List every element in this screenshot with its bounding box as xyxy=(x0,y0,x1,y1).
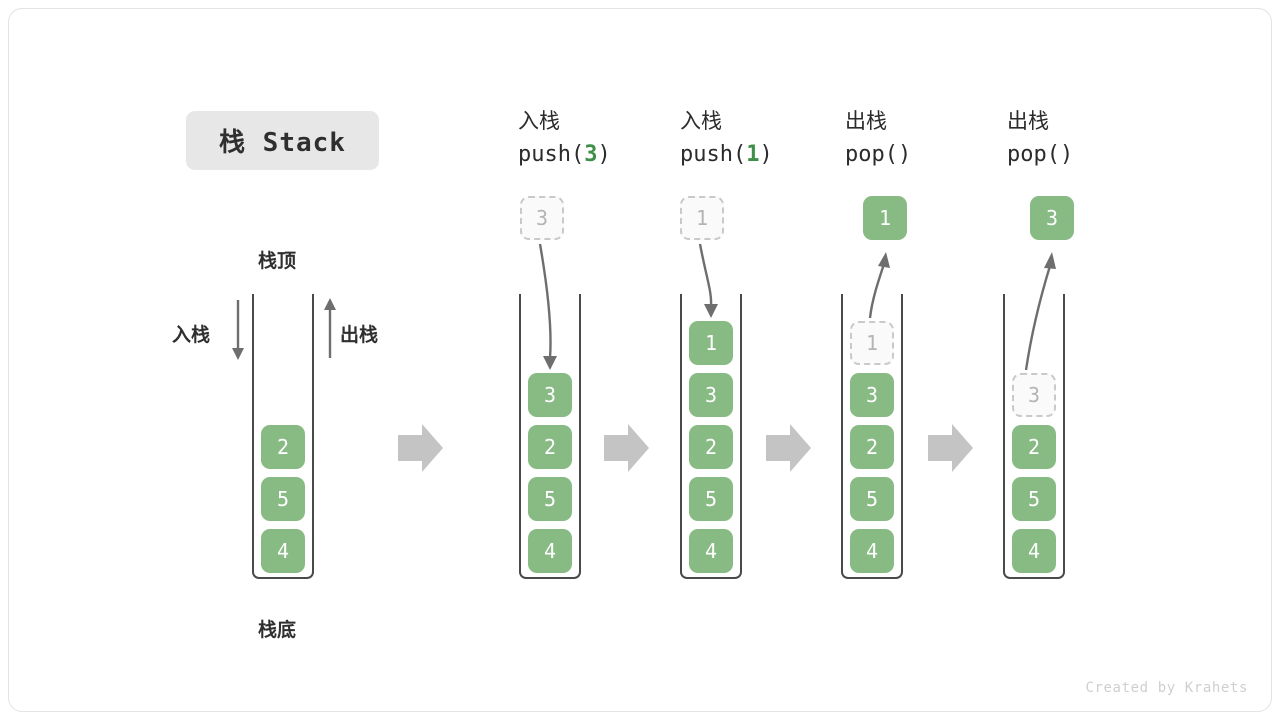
stack-cell: 4 xyxy=(1012,529,1056,573)
push-direction-label: 入栈 xyxy=(172,324,211,346)
code-argument: 3 xyxy=(584,142,598,167)
stack-cell: 4 xyxy=(261,529,305,573)
stack-cell: 5 xyxy=(1012,477,1056,521)
stack-container-push-1 xyxy=(680,294,742,579)
floating-ghost-cell: 3 xyxy=(520,196,564,240)
popped-value-cell: 1 xyxy=(863,196,907,240)
stack-cell: 5 xyxy=(528,477,572,521)
operation-code: push(3) xyxy=(518,140,611,170)
stack-cell: 4 xyxy=(528,529,572,573)
vacated-ghost-cell: 1 xyxy=(850,321,894,365)
stack-cell: 2 xyxy=(528,425,572,469)
stack-cell: 3 xyxy=(850,373,894,417)
column-header-push-3: 入栈 push(3) xyxy=(518,108,611,170)
stack-cell: 2 xyxy=(689,425,733,469)
stack-cell: 2 xyxy=(1012,425,1056,469)
code-suffix: ) xyxy=(597,142,611,167)
credit-watermark: Created by Krahets xyxy=(1085,680,1248,696)
stack-cell: 5 xyxy=(689,477,733,521)
stack-cell: 1 xyxy=(689,321,733,365)
operation-code: pop() xyxy=(1007,140,1073,170)
diagram-title: 栈 Stack xyxy=(186,111,379,170)
stack-cell: 4 xyxy=(689,529,733,573)
operation-name-cn: 入栈 xyxy=(680,109,722,133)
stack-cell: 3 xyxy=(528,373,572,417)
stack-cell: 3 xyxy=(689,373,733,417)
code-prefix: pop( xyxy=(1007,142,1060,167)
stack-top-label: 栈顶 xyxy=(258,250,297,272)
popped-value-cell: 3 xyxy=(1030,196,1074,240)
operation-name-cn: 入栈 xyxy=(518,109,560,133)
code-suffix: ) xyxy=(759,142,773,167)
column-header-pop-1: 出栈 pop() xyxy=(845,108,911,170)
vacated-ghost-cell: 3 xyxy=(1012,373,1056,417)
stack-container-initial xyxy=(252,294,314,579)
stack-container-push-3 xyxy=(519,294,581,579)
code-suffix: ) xyxy=(1059,142,1074,167)
floating-ghost-cell: 1 xyxy=(680,196,724,240)
code-prefix: pop( xyxy=(845,142,898,167)
operation-code: pop() xyxy=(845,140,911,170)
stack-cell: 5 xyxy=(850,477,894,521)
stack-cell: 2 xyxy=(261,425,305,469)
stack-container-pop-1 xyxy=(841,294,903,579)
code-prefix: push( xyxy=(680,142,747,167)
code-argument: 1 xyxy=(746,142,760,167)
operation-name-cn: 出栈 xyxy=(845,109,887,133)
operation-code: push(1) xyxy=(680,140,773,170)
code-prefix: push( xyxy=(518,142,585,167)
pop-direction-label: 出栈 xyxy=(340,324,379,346)
code-suffix: ) xyxy=(897,142,912,167)
stack-cell: 4 xyxy=(850,529,894,573)
stack-bottom-label: 栈底 xyxy=(258,619,297,641)
stack-cell: 5 xyxy=(261,477,305,521)
column-header-pop-3: 出栈 pop() xyxy=(1007,108,1073,170)
stack-container-pop-3 xyxy=(1003,294,1065,579)
stack-cell: 2 xyxy=(850,425,894,469)
column-header-push-1: 入栈 push(1) xyxy=(680,108,773,170)
operation-name-cn: 出栈 xyxy=(1007,109,1049,133)
